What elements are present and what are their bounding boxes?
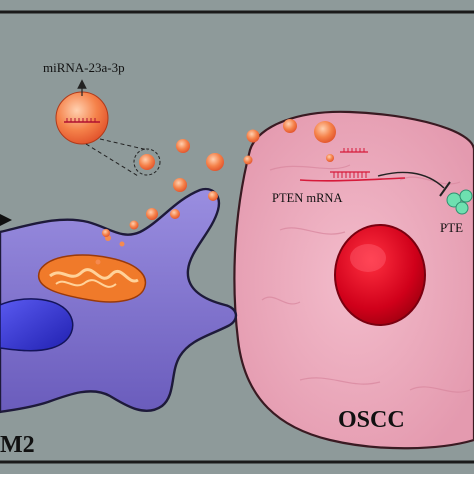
mitochondrion xyxy=(37,254,147,303)
exosome-mirna-ticks xyxy=(66,118,96,122)
inhibition-bar xyxy=(439,181,451,197)
m2-macrophage xyxy=(0,187,238,414)
oscc-label: OSCC xyxy=(338,407,405,433)
oscc-nucleus-highlight xyxy=(350,244,386,272)
inhibition-arrow xyxy=(377,171,445,189)
m2-label: M2 xyxy=(0,432,35,458)
pten-protein-blob xyxy=(455,201,469,215)
exosome xyxy=(326,154,334,162)
exosome xyxy=(206,153,224,171)
mitochondrion-cristae-2 xyxy=(55,279,117,288)
mitochondrion-cristae xyxy=(49,268,139,283)
oscc-texture xyxy=(261,164,471,393)
oscc-cell xyxy=(233,110,474,450)
pten-mrna-label: PTEN mRNA xyxy=(272,191,343,205)
pten-protein-blob xyxy=(459,189,473,203)
exosome xyxy=(314,121,336,143)
mirna-binding xyxy=(299,148,406,182)
intracellular-vesicle xyxy=(95,259,101,265)
macrophage-nucleus xyxy=(0,298,74,352)
oscc-nucleus xyxy=(334,224,426,326)
zoom-circle xyxy=(133,148,161,176)
mirna-bound-ticks xyxy=(333,172,367,178)
exosome xyxy=(173,178,187,192)
exosome xyxy=(139,154,155,170)
incoming-arrow-icon xyxy=(0,214,12,226)
exosome xyxy=(176,139,190,153)
mitochondrion-body xyxy=(37,254,147,303)
exosome xyxy=(246,129,260,143)
exosome xyxy=(102,229,110,237)
pten-mrna-strand xyxy=(299,177,406,182)
zoom-line-upper xyxy=(99,138,149,151)
exosome xyxy=(129,220,139,230)
exosome xyxy=(283,119,297,133)
exosome xyxy=(170,209,180,219)
intracellular-vesicle xyxy=(119,241,125,247)
exosome xyxy=(146,208,158,220)
secreted-exosomes xyxy=(102,119,336,237)
mirna-label: miRNA-23a-3p xyxy=(43,60,125,75)
large-exosome xyxy=(55,79,109,145)
zoom-line-lower xyxy=(85,143,139,177)
pten-protein xyxy=(446,189,473,215)
pten-protein-label: PTE xyxy=(440,220,463,235)
exosome xyxy=(243,155,253,165)
large-exosome-body xyxy=(55,91,109,145)
mirna-strand-free-ticks xyxy=(343,148,365,152)
exosome xyxy=(208,191,218,201)
